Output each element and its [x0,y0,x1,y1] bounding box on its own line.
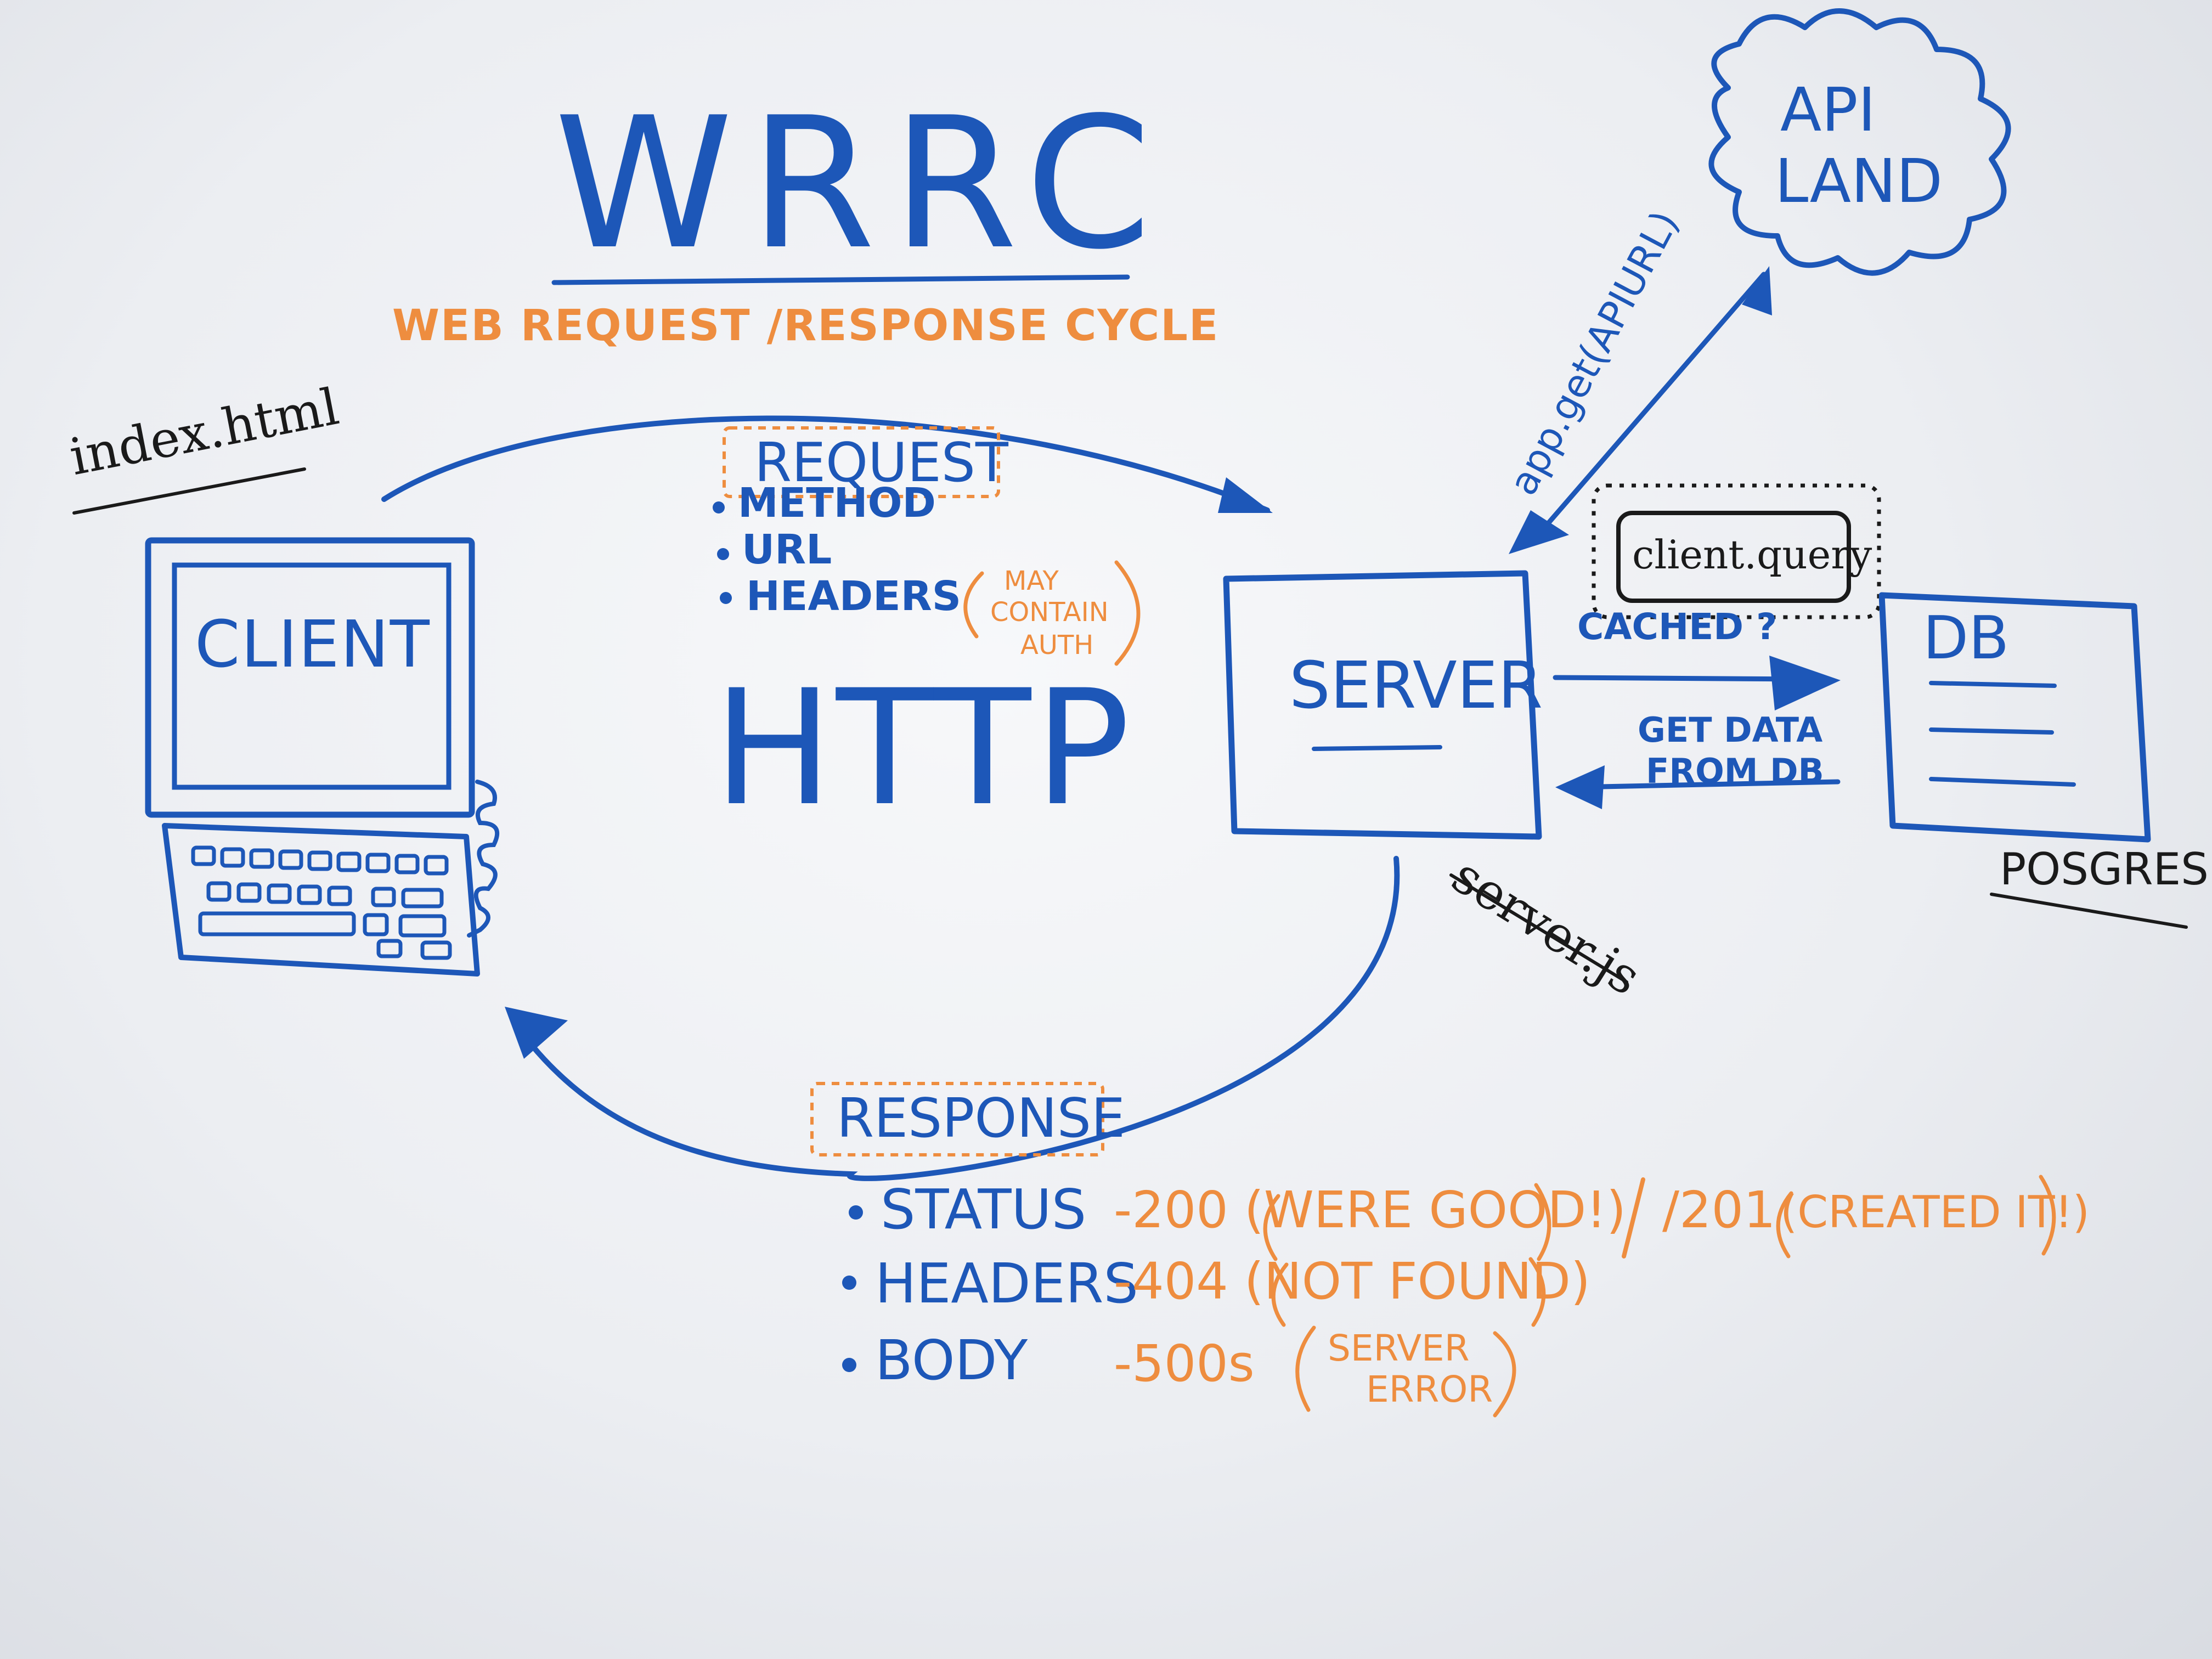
auth-note-line3: AUTH [1020,630,1094,661]
posgres-underline [1990,893,2188,929]
status-500-label: -500s [1114,1334,1255,1393]
auth-note-paren-left [963,571,984,639]
response-label-box [810,1082,1104,1156]
status-500-note-line1: SERVER [1328,1327,1470,1369]
client-keyboard [162,823,480,977]
request-arrow [381,415,1270,513]
request-item-headers: HEADERS [746,573,962,620]
status-paren-a [1263,1194,1280,1261]
auth-note-paren-right [1114,560,1141,666]
api-cloud [1708,8,2011,276]
request-arrowhead [1218,477,1273,513]
api-arrowhead-top [1742,266,1772,315]
response-label: RESPONSE [837,1087,1125,1150]
request-item-url: URL [742,526,832,573]
query-inner-box [1616,511,1851,603]
index-html-underline [72,467,306,515]
diagram-title: WRRC [554,78,1168,289]
status-404-paren-b [1528,1257,1546,1327]
get-data-line1: GET DATA [1638,710,1823,750]
diagram-subtitle: WEB REQUEST /RESPONSE CYCLE [392,301,1220,351]
status-201-note: (CREATED IT!) [1780,1187,2090,1238]
db-lines [1929,681,2076,787]
auth-note-line2: CONTAIN [990,597,1109,628]
db-box [1878,592,2151,843]
status-201-label: /201 [1662,1181,1776,1239]
db-label: DB [1923,604,2010,673]
server-box [1223,570,1542,840]
response-item-headers: HEADERS [875,1251,1138,1316]
get-data-line2: FROM DB [1646,751,1824,791]
request-label-box [723,426,1000,498]
status-paren-b [1534,1183,1551,1261]
db-response-arrowhead [1555,765,1605,809]
request-label: REQUEST [754,432,1008,494]
cached-label: CACHED ? [1577,606,1778,648]
api-label-line2: LAND [1775,146,1943,216]
client-monitor [145,537,475,818]
protocol-label: HTTP [713,656,1134,841]
status-404-label: -404 (NOT FOUND) [1114,1252,1590,1311]
db-request-arrowhead [1769,656,1841,710]
keyboard-keys [191,845,452,960]
request-bullets [713,501,732,604]
api-label-line1: API [1780,75,1876,145]
client-screen [172,562,452,790]
server-label-underline [1312,745,1442,751]
status-slash [1622,1177,1645,1259]
status-500-paren-b [1493,1331,1516,1418]
status-paren-d [2039,1175,2056,1256]
db-name-label: POSGRES [2000,844,2209,895]
server-label: SERVER [1289,647,1543,723]
query-label: client.query [1632,532,1872,578]
title-underline [551,274,1130,285]
client-label: CLIENT [195,606,431,682]
response-item-body: BODY [875,1328,1028,1392]
response-arrowhead [505,1007,568,1059]
db-request-arrow [1553,675,1813,682]
status-200-label: -200 (WERE GOOD!) [1114,1181,1627,1239]
status-500-paren-a [1295,1325,1316,1412]
db-response-arrow [1572,779,1841,790]
client-cord [467,780,500,938]
response-item-status: STATUS [881,1177,1087,1242]
status-paren-c [1776,1191,1793,1259]
query-outer-box [1592,483,1881,619]
status-404-paren-a [1271,1262,1289,1327]
response-arrow [510,856,1400,1181]
request-item-method: METHOD [738,479,936,527]
api-arrowhead-bottom [1509,510,1569,554]
response-bullets [842,1205,863,1372]
api-arrow-line [1531,272,1767,543]
status-500-note-line2: ERROR [1366,1368,1493,1410]
auth-note-line1: MAY [1004,566,1059,596]
server-js-underline [1449,873,1628,984]
